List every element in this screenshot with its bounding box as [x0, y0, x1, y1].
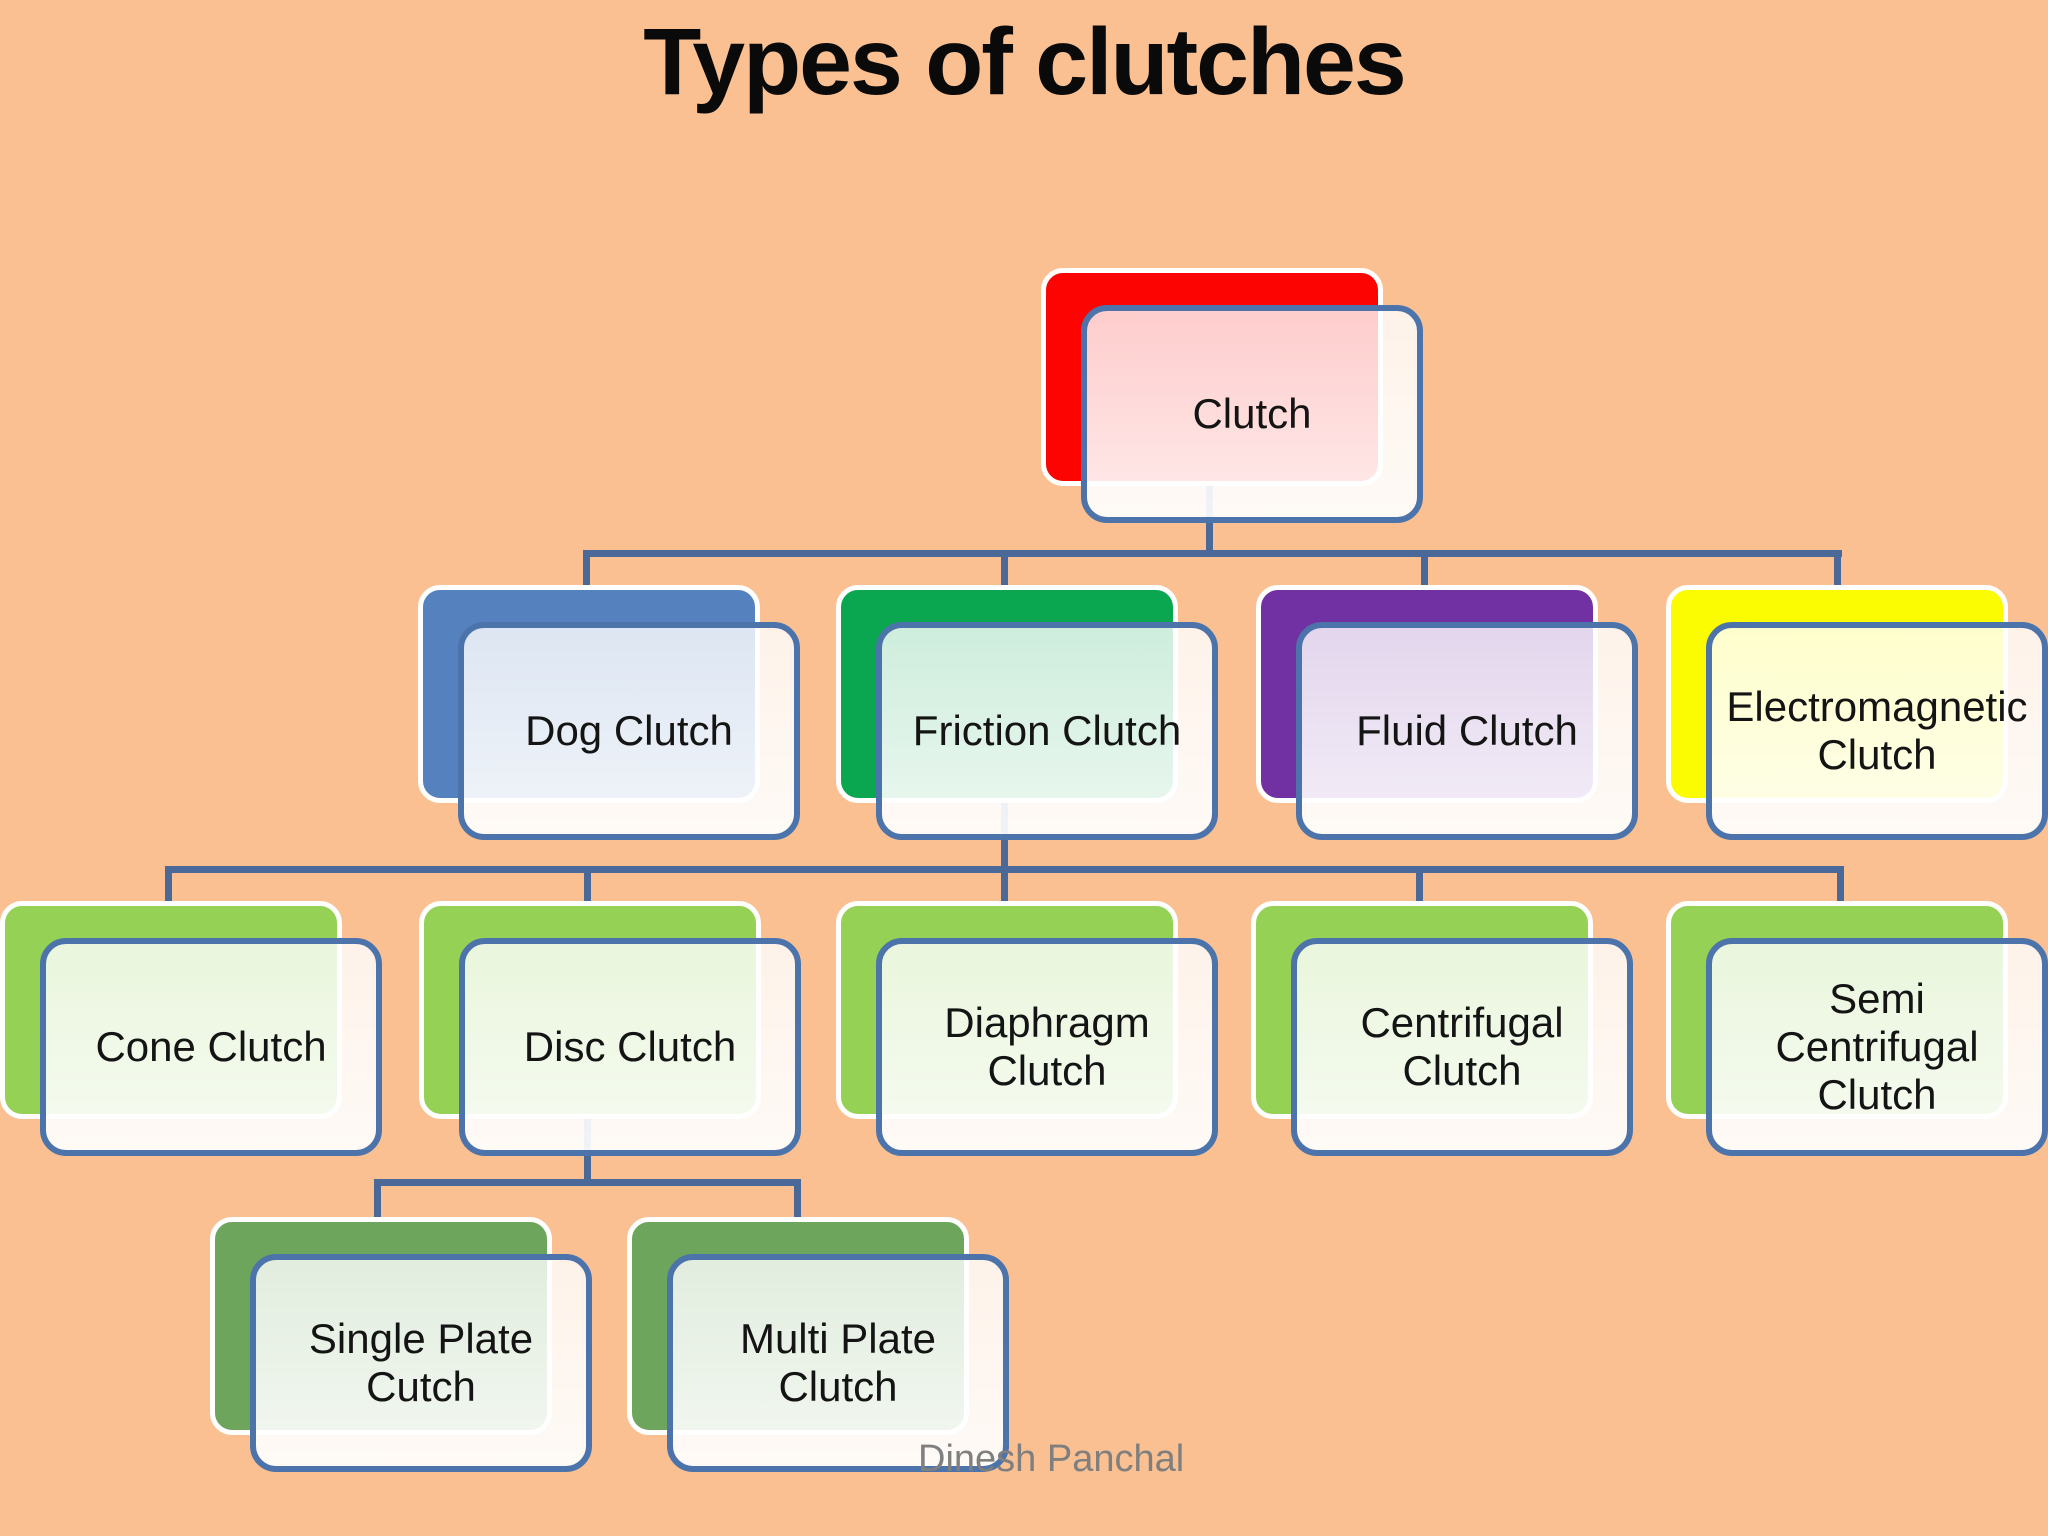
node-friction-clutch-label: Friction Clutch [912, 707, 1182, 755]
connector-top-rail [583, 550, 1842, 557]
connector-drop-fluid [1421, 550, 1428, 595]
connector-drop-dog [583, 550, 590, 595]
node-semi-centrifugal-clutch-label: Semi Centrifugal Clutch [1775, 975, 1979, 1118]
node-single-plate-clutch: Single Plate Cutch [210, 1217, 592, 1472]
page-title: Types of clutches [643, 9, 1406, 115]
node-semi-centrifugal-clutch: Semi Centrifugal Clutch [1666, 901, 2048, 1156]
node-centrifugal-clutch-card: Centrifugal Clutch [1291, 938, 1633, 1156]
node-friction-clutch: Friction Clutch [836, 585, 1218, 840]
node-fluid-clutch-card: Fluid Clutch [1296, 622, 1638, 840]
node-disc-clutch-card: Disc Clutch [459, 938, 801, 1156]
node-diaphragm-clutch: Diaphragm Clutch [836, 901, 1218, 1156]
node-fluid-clutch-label: Fluid Clutch [1356, 707, 1578, 755]
node-dog-clutch-card: Dog Clutch [458, 622, 800, 840]
node-multi-plate-clutch-card: Multi Plate Clutch [667, 1254, 1009, 1472]
connector-drop-centrifugal [1416, 866, 1423, 910]
connector-drop-friction [1001, 550, 1008, 595]
connector-drop-electromagnetic [1834, 550, 1841, 595]
node-dog-clutch: Dog Clutch [418, 585, 800, 840]
node-single-plate-clutch-card: Single Plate Cutch [250, 1254, 592, 1472]
node-disc-clutch: Disc Clutch [419, 901, 801, 1156]
node-friction-clutch-card: Friction Clutch [876, 622, 1218, 840]
node-electromagnetic-clutch-card: Electromagnetic Clutch [1706, 622, 2048, 840]
node-diaphragm-clutch-label: Diaphragm Clutch [944, 999, 1150, 1094]
node-semi-centrifugal-clutch-card: Semi Centrifugal Clutch [1706, 938, 2048, 1156]
connector-drop-cone [165, 866, 172, 910]
connector-drop-single-plate [374, 1179, 381, 1224]
node-multi-plate-clutch: Multi Plate Clutch [627, 1217, 1009, 1472]
node-electromagnetic-clutch: Electromagnetic Clutch [1666, 585, 2048, 840]
connector-drop-diaphragm [1001, 866, 1008, 910]
connector-drop-multi-plate [794, 1179, 801, 1224]
connector-drop-disc [584, 866, 591, 910]
connector-level4-rail [374, 1179, 801, 1186]
node-dog-clutch-label: Dog Clutch [525, 707, 733, 755]
connector-drop-semi-centrifugal [1837, 866, 1844, 910]
node-centrifugal-clutch: Centrifugal Clutch [1251, 901, 1633, 1156]
node-centrifugal-clutch-label: Centrifugal Clutch [1360, 999, 1564, 1094]
node-cone-clutch: Cone Clutch [0, 901, 382, 1156]
node-diaphragm-clutch-card: Diaphragm Clutch [876, 938, 1218, 1156]
node-clutch-card: Clutch [1081, 305, 1423, 523]
node-cone-clutch-card: Cone Clutch [40, 938, 382, 1156]
node-fluid-clutch: Fluid Clutch [1256, 585, 1638, 840]
node-single-plate-clutch-label: Single Plate Cutch [308, 1315, 534, 1410]
node-disc-clutch-label: Disc Clutch [523, 1023, 737, 1071]
node-cone-clutch-label: Cone Clutch [95, 1023, 327, 1071]
node-clutch-label: Clutch [1192, 390, 1312, 438]
watermark: Dinesh Panchal [918, 1438, 1185, 1480]
node-clutch: Clutch [1041, 268, 1423, 523]
node-electromagnetic-clutch-label: Electromagnetic Clutch [1726, 683, 2028, 778]
node-multi-plate-clutch-label: Multi Plate Clutch [739, 1315, 937, 1410]
